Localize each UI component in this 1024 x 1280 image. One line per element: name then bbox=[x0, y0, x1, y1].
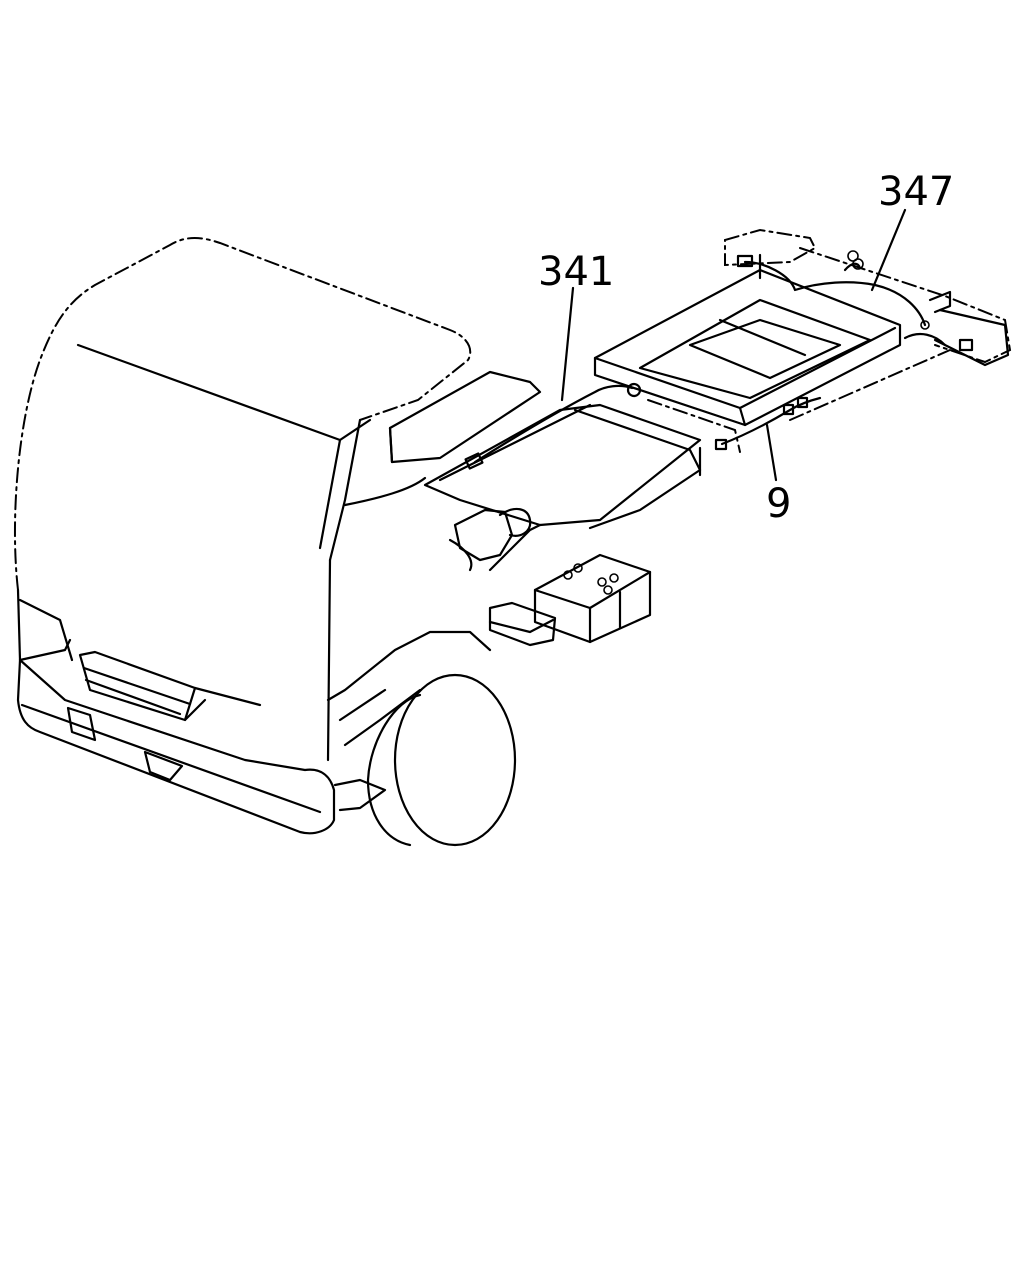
battery-box bbox=[488, 553, 652, 647]
svg-text:341: 341 bbox=[538, 249, 614, 295]
svg-text:347: 347 bbox=[878, 169, 954, 215]
callout-341: 341 bbox=[538, 249, 614, 402]
front-frame bbox=[423, 382, 702, 572]
callout-9: 9 bbox=[765, 423, 791, 527]
rear-frame bbox=[593, 228, 1012, 453]
svg-text:9: 9 bbox=[766, 481, 791, 527]
truck-cab bbox=[13, 237, 542, 847]
callout-347: 347 bbox=[870, 169, 954, 292]
